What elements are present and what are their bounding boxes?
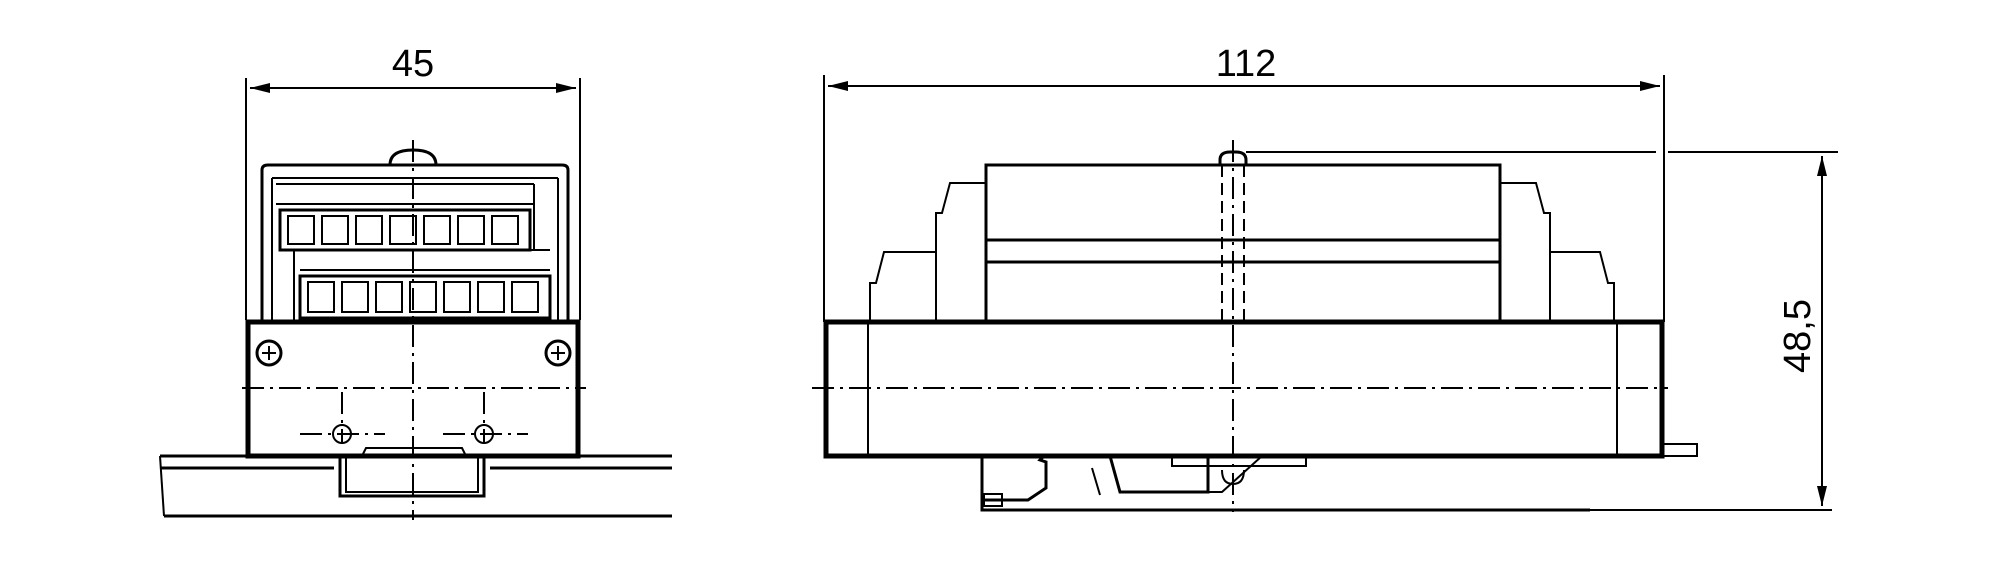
front-view: 45: [159, 43, 672, 520]
terminal-cover: [260, 163, 570, 320]
step-left-lower: [869, 251, 937, 322]
step-right-lower: [1549, 251, 1615, 322]
dimension-45-label: 45: [392, 43, 434, 85]
side-view: 112 48,5: [812, 43, 1838, 512]
screw-left-icon: [255, 339, 283, 367]
baseline: [980, 456, 1590, 512]
dimension-112-label: 112: [1216, 43, 1277, 85]
step-right-upper: [1499, 182, 1551, 322]
screw-right-icon: [544, 339, 572, 367]
step-left-upper: [935, 182, 987, 322]
din-rail-front: [159, 454, 672, 518]
terminal-row-upper: [278, 208, 532, 252]
din-rail-section: [1171, 456, 1307, 467]
dimension-48-5-label: 48,5: [1777, 299, 1819, 373]
din-clip-left: [980, 454, 1048, 502]
terminal-row-lower: [298, 274, 552, 320]
din-clip-right: [1090, 454, 1210, 494]
